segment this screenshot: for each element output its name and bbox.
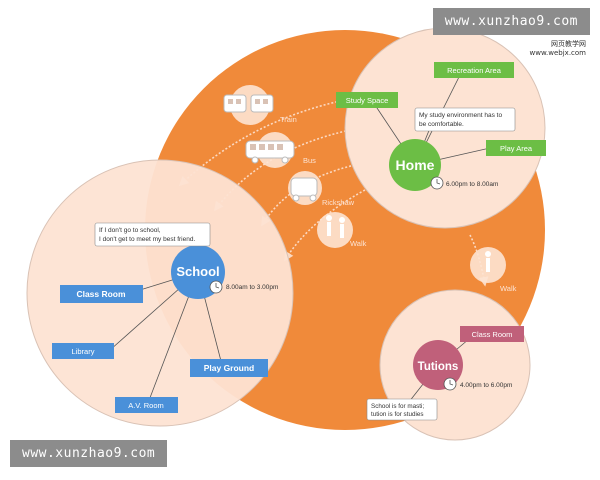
- label-study-space: Study Space: [336, 92, 398, 108]
- home-time: 6.00pm to 8.00am: [446, 181, 498, 188]
- tution-quote-line2: tution is for studies: [371, 411, 424, 418]
- school-time: 8.00am to 3.00pm: [226, 284, 278, 291]
- tution-node: [413, 340, 463, 390]
- rickshaw-icon: [288, 171, 322, 205]
- school-quote-bubble: If I don't go to school, I don't get to …: [94, 222, 211, 247]
- clock-icon-school: [209, 280, 223, 294]
- clock-icon-home: [430, 176, 444, 190]
- school-quote-line2: I don't get to meet my best friend.: [99, 236, 195, 243]
- tution-time: 4.00pm to 6.00pm: [460, 382, 512, 389]
- svg-text:A.V. Room: A.V. Room: [128, 401, 164, 410]
- watermark-bottom: www.xunzhao9.com: [10, 440, 168, 467]
- svg-text:Class Room: Class Room: [472, 330, 513, 339]
- label-play-ground: Play Ground: [190, 359, 268, 377]
- tution-quote-line1: School is for masti;: [371, 403, 424, 410]
- svg-text:Play Area: Play Area: [500, 144, 533, 153]
- school-title: School: [176, 264, 219, 279]
- transport-rickshaw-label: Rickshaw: [322, 198, 355, 207]
- arrow-walk: [284, 189, 366, 262]
- label-play-area: Play Area: [486, 140, 546, 156]
- svg-text:Class Room: Class Room: [76, 289, 126, 299]
- svg-text:Play Ground: Play Ground: [204, 363, 255, 373]
- home-title: Home: [396, 157, 435, 173]
- svg-text:Study Space: Study Space: [346, 96, 389, 105]
- label-class-room: Class Room: [60, 285, 143, 303]
- clock-icon-tution: [443, 377, 457, 391]
- home-quote-line2: be comfortable.: [419, 121, 464, 128]
- transport-walk-label: Walk: [350, 239, 367, 248]
- home-quote-line1: My study environment has to: [419, 112, 502, 119]
- label-recreation-area: Recreation Area: [434, 62, 514, 78]
- bus-icon: [245, 132, 295, 168]
- label-av-room: A.V. Room: [115, 397, 178, 413]
- tution-quote-bubble: School is for masti; tution is for studi…: [366, 398, 438, 421]
- train-icon: [223, 85, 274, 125]
- walk-icon-tution: [470, 247, 506, 283]
- transport-bus-label: Bus: [303, 156, 316, 165]
- walk-icon: [317, 212, 353, 248]
- svg-text:Library: Library: [72, 347, 95, 356]
- transport-walk2-label: Walk: [500, 284, 517, 293]
- watermark-sub: 网页教学网 www.webjx.com: [529, 40, 587, 57]
- home-quote-bubble: My study environment has to be comfortab…: [414, 107, 516, 132]
- tution-title: Tutions: [418, 361, 459, 373]
- svg-text:Recreation Area: Recreation Area: [447, 66, 502, 75]
- watermark-top: www.xunzhao9.com: [432, 8, 590, 35]
- label-library: Library: [52, 343, 114, 359]
- label-tution-class-room: Class Room: [460, 326, 524, 342]
- home-node: [389, 139, 441, 191]
- school-quote-line1: If I don't go to school,: [99, 227, 161, 234]
- transport-train-label: Train: [280, 115, 297, 124]
